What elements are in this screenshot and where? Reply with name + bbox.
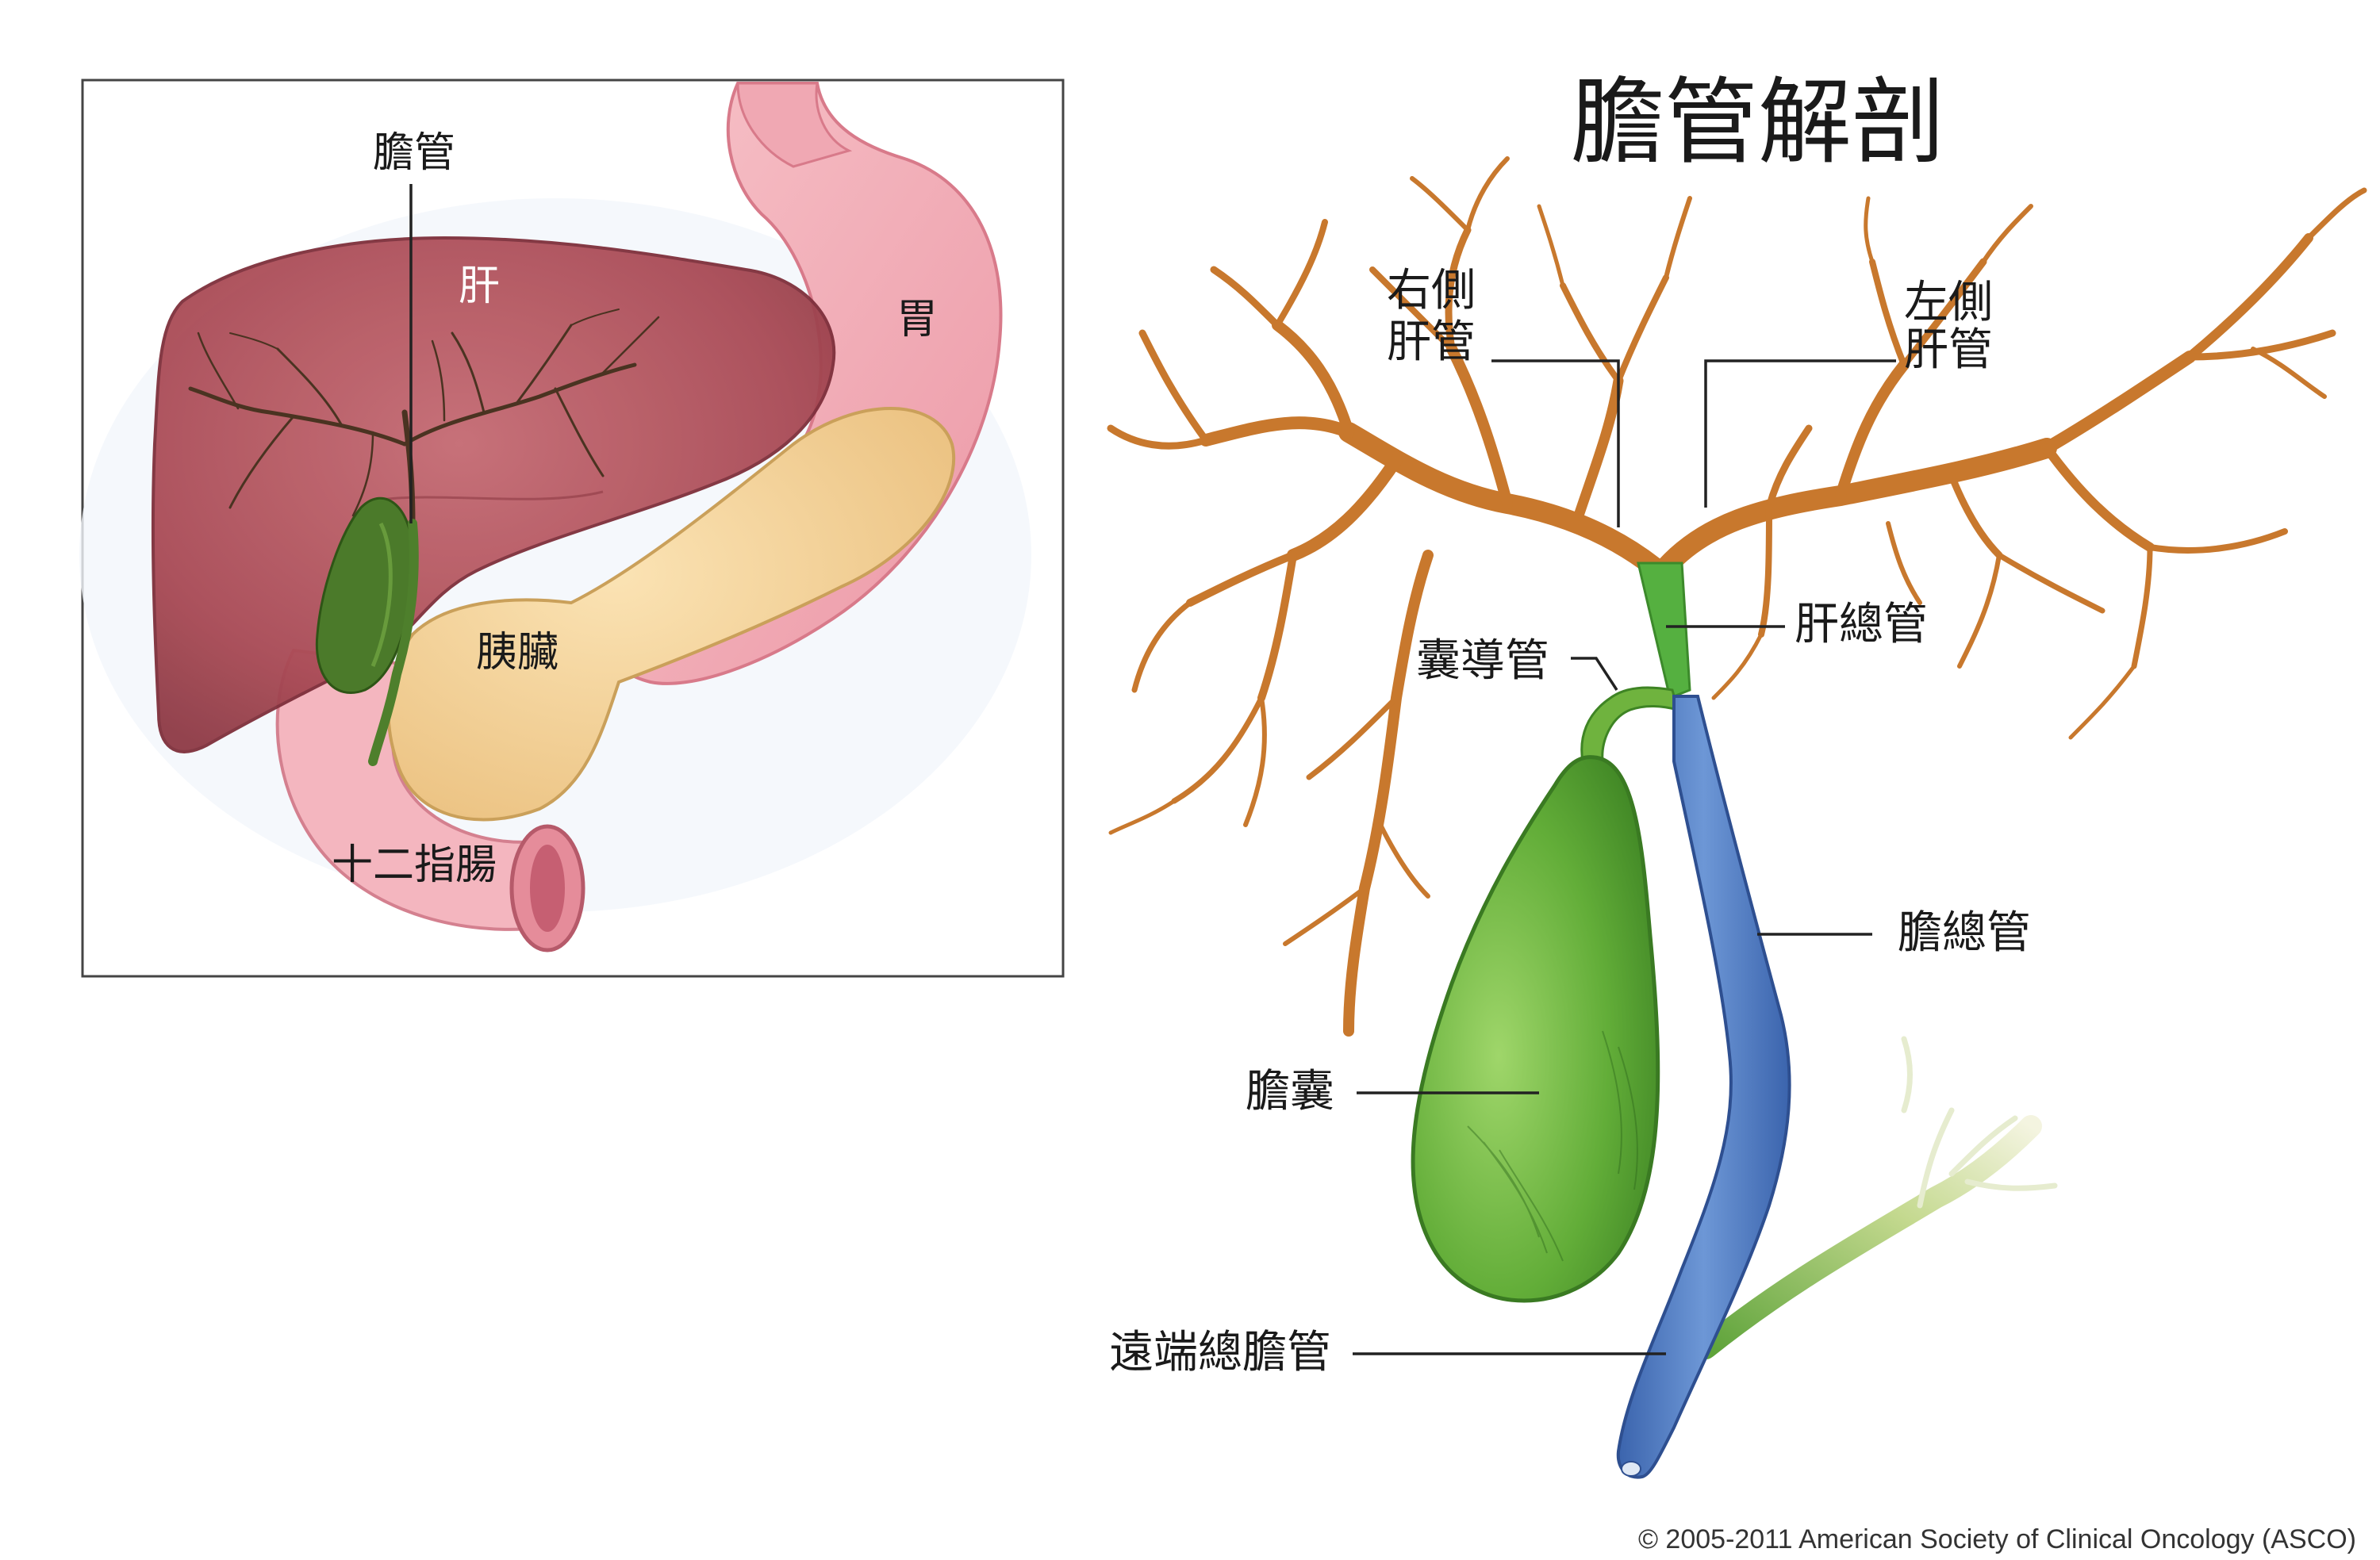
main-diagram: 膽管解剖 — [1107, 67, 2367, 1479]
inset-label-duodenum: 十二指腸 — [332, 841, 497, 889]
common-bile-duct — [1616, 695, 1791, 1479]
diagram-title: 膽管解剖 — [1571, 67, 1945, 177]
cystic-duct — [1580, 686, 1680, 763]
common-hepatic-duct — [1637, 562, 1691, 700]
label-right-hepatic-duct-line2: 肝管 — [1387, 316, 1476, 368]
gallbladder — [1411, 755, 1660, 1303]
inset-label-bile-duct: 膽管 — [373, 129, 455, 177]
label-common-hepatic-duct: 肝總管 — [1795, 599, 1928, 650]
intrahepatic-bile-tree — [1107, 156, 2367, 1037]
inset-panel: 膽管 肝 胃 胰臟 十二指腸 — [79, 79, 1065, 978]
inset-bile-tree — [188, 309, 660, 527]
label-left-hepatic-duct-line1: 左側 — [1904, 277, 1993, 328]
label-common-bile-duct: 膽總管 — [1898, 907, 2031, 959]
label-gallbladder: 膽囊 — [1246, 1066, 1334, 1117]
copyright-notice: © 2005-2011 American Society of Clinical… — [1638, 1524, 2356, 1554]
label-cystic-duct: 囊導管 — [1416, 635, 1549, 687]
esophagus — [736, 82, 853, 168]
inset-label-stomach: 胃 — [896, 296, 938, 343]
label-right-hepatic-duct-line1: 右側 — [1387, 265, 1476, 316]
inset-label-pancreas: 胰臟 — [476, 629, 559, 677]
label-left-hepatic-duct-line2: 肝管 — [1904, 324, 1993, 376]
label-distal-common-bile-duct: 遠端總膽管 — [1109, 1327, 1331, 1378]
pancreas — [386, 407, 956, 822]
inset-label-liver: 肝 — [459, 263, 500, 310]
pancreatic-duct — [1695, 1115, 2042, 1359]
